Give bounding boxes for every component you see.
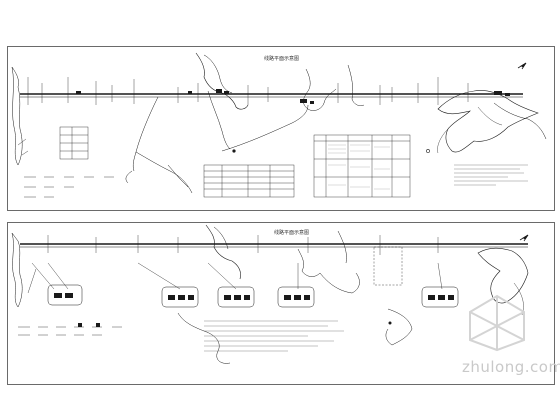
main-route-line-bottom	[20, 243, 528, 248]
station-ticks-bottom	[47, 235, 439, 255]
river-central	[195, 52, 249, 110]
watermark-text: zhulong.com	[462, 358, 560, 376]
dashed-boundary	[373, 246, 403, 286]
notes-block-right	[454, 164, 528, 186]
river-central-bottom	[205, 224, 241, 280]
lake-right-bottom	[477, 247, 529, 304]
interchange-symbols	[76, 89, 510, 104]
callout-leaders	[27, 262, 443, 294]
river-left	[11, 66, 23, 166]
drawing-sheet-top: 线路平面示意图	[7, 46, 555, 211]
route-plan-top	[11, 52, 547, 198]
river-left-bottom	[11, 232, 23, 308]
quantity-table-center	[203, 164, 295, 198]
route-plan-bottom	[11, 224, 529, 364]
north-arrow-bottom-icon	[519, 234, 529, 242]
north-arrow-icon	[517, 62, 527, 70]
section-detail-boxes	[47, 284, 459, 308]
branch-roads	[125, 96, 309, 194]
sheet-title-bottom: 线路平面示意图	[274, 230, 310, 236]
legend-symbols-bottom	[18, 323, 122, 336]
drawing-sheet-bottom: 线路平面示意图	[7, 222, 555, 385]
watermark-logo-icon	[469, 294, 525, 352]
notes-block-bottom	[204, 320, 344, 352]
station-ticks	[27, 77, 469, 105]
legend-table-left	[59, 126, 89, 160]
lake-right	[437, 90, 539, 153]
winding-road-bottom	[177, 312, 231, 364]
main-route-line	[20, 93, 523, 98]
data-table-right	[313, 134, 411, 198]
legend-symbols-left	[24, 176, 114, 198]
sheet-title-top: 线路平面示意图	[264, 56, 300, 62]
